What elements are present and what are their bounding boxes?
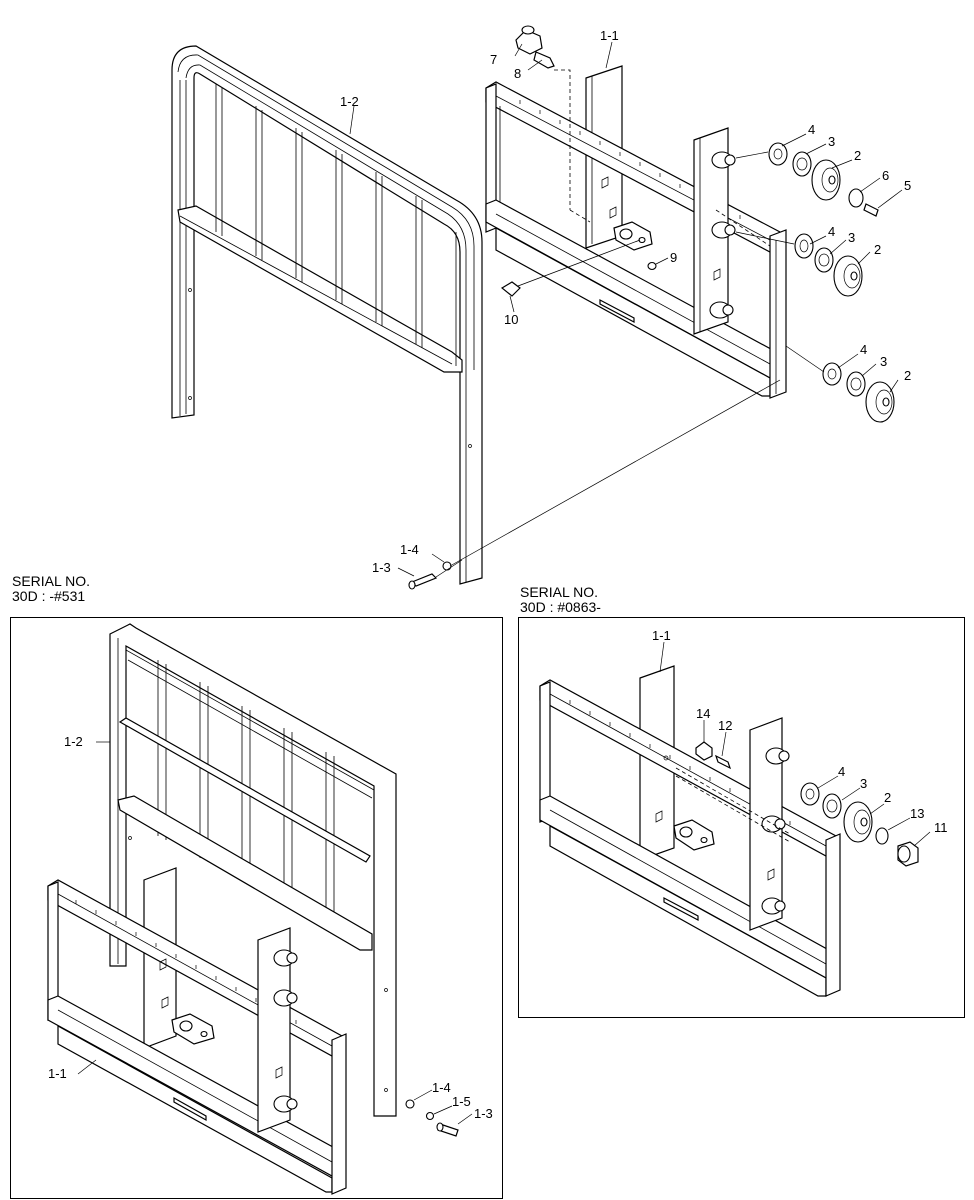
callout-1-2: 1-2 xyxy=(340,94,359,109)
callout-1-3: 1-3 xyxy=(372,560,391,575)
callout-3a: 3 xyxy=(828,134,835,149)
left-callout-1-4: 1-4 xyxy=(432,1080,451,1095)
callout-9: 9 xyxy=(670,250,677,265)
right-callout-11: 11 xyxy=(934,820,948,835)
right-callout-2: 2 xyxy=(884,790,891,805)
left-callout-1-3: 1-3 xyxy=(474,1106,493,1121)
left-inset-carriage xyxy=(47,867,459,1195)
callout-7: 7 xyxy=(490,52,497,67)
right-serial-line1: SERIAL NO. xyxy=(520,584,599,600)
callout-4b: 4 xyxy=(828,224,835,239)
callout-5: 5 xyxy=(904,178,911,193)
main-leader-lines xyxy=(349,41,903,577)
callout-1-1: 1-1 xyxy=(600,28,619,43)
right-callout-13: 13 xyxy=(910,806,924,821)
main-roller-stack-2 xyxy=(735,231,863,297)
left-callout-1-5: 1-5 xyxy=(452,1094,471,1109)
callout-2a: 2 xyxy=(854,148,861,163)
left-serial-label: SERIAL NO. 30D : -#531 xyxy=(12,574,90,604)
left-serial-line1: SERIAL NO. xyxy=(12,573,91,589)
right-inset-carriage xyxy=(539,665,919,997)
left-callout-1-2: 1-2 xyxy=(64,734,83,749)
callout-8: 8 xyxy=(514,66,521,81)
right-inset-frame xyxy=(518,617,965,1018)
callout-3b: 3 xyxy=(848,230,855,245)
callout-10: 10 xyxy=(504,312,518,327)
right-serial-label: SERIAL NO. 30D : #0863- xyxy=(520,585,601,615)
callout-4a: 4 xyxy=(808,122,815,137)
callout-6: 6 xyxy=(882,168,889,183)
right-callout-1-1: 1-1 xyxy=(652,628,671,643)
main-roller-stack-3 xyxy=(785,345,895,423)
right-callout-12: 12 xyxy=(718,718,732,733)
main-carriage xyxy=(485,65,787,399)
right-serial-line2: 30D : #0863- xyxy=(520,599,601,615)
load-backrest xyxy=(171,45,483,585)
right-inset-leaders xyxy=(659,641,931,847)
callout-4c: 4 xyxy=(860,342,867,357)
right-callout-3: 3 xyxy=(860,776,867,791)
left-inset-backrest xyxy=(109,623,397,1117)
right-callout-14: 14 xyxy=(696,706,710,721)
bolt-10 xyxy=(500,239,657,297)
callout-2c: 2 xyxy=(904,368,911,383)
main-bolt-1-3 xyxy=(408,379,781,590)
callout-1-4: 1-4 xyxy=(400,542,419,557)
callout-3c: 3 xyxy=(880,354,887,369)
left-inset-frame xyxy=(10,617,503,1199)
main-roller-stack-1 xyxy=(735,142,879,217)
left-serial-line2: 30D : -#531 xyxy=(12,588,86,604)
right-callout-4: 4 xyxy=(838,764,845,779)
bolt-7-8 xyxy=(515,25,555,69)
callout-2b: 2 xyxy=(874,242,881,257)
left-callout-1-1: 1-1 xyxy=(48,1066,67,1081)
left-inset-leaders xyxy=(77,741,473,1125)
